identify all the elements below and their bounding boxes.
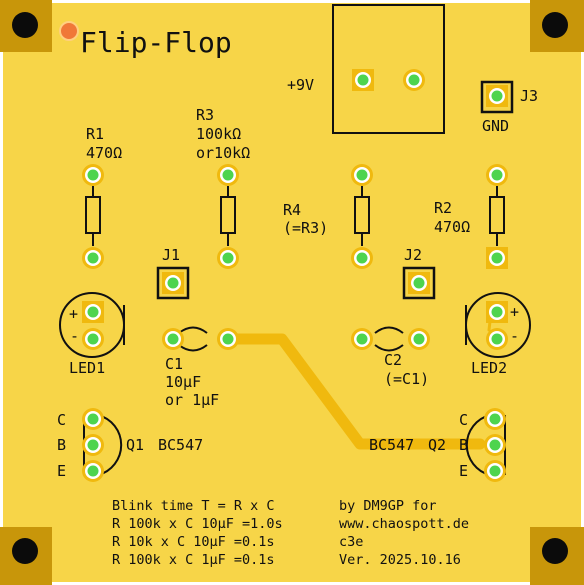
led1-pad-plus xyxy=(82,301,104,323)
power-connector-outline xyxy=(332,4,445,134)
c1-pad-right xyxy=(217,328,239,350)
q1-pad-b xyxy=(82,434,104,456)
r1-pad-bottom xyxy=(82,247,104,269)
q2-part: BC547 xyxy=(369,436,414,454)
c2-pad-left xyxy=(351,328,373,350)
r1-label: R1 xyxy=(86,125,104,143)
website-url: www.chaospott.de xyxy=(339,516,469,532)
j3-gnd-label: GND xyxy=(482,117,509,135)
r3-value: 100kΩ xyxy=(196,125,241,143)
j1-label: J1 xyxy=(162,246,180,264)
power-pad-2 xyxy=(403,69,425,91)
c2-value: (=C1) xyxy=(384,370,429,388)
power-label: +9V xyxy=(287,76,314,94)
led2-minus: - xyxy=(510,327,519,345)
j2-outline xyxy=(402,266,436,300)
j1-pad xyxy=(162,272,184,294)
led1-minus: - xyxy=(70,327,79,345)
c1-alt-value: or 1µF xyxy=(165,391,219,409)
q1-pad-c xyxy=(82,408,104,430)
r3-label: R3 xyxy=(196,106,214,124)
blink-row-2: R 10k x C 10µF =0.1s xyxy=(112,534,275,550)
mounting-hole-bottom-right xyxy=(530,527,584,585)
led2-plus: + xyxy=(510,303,519,321)
led1-outline xyxy=(59,292,125,358)
led1-plus: + xyxy=(69,305,78,323)
q2-pin-b: B xyxy=(459,436,468,454)
led2-pad-minus xyxy=(486,328,508,350)
r1-value: 470Ω xyxy=(86,144,122,162)
led2-label: LED2 xyxy=(471,359,507,377)
led2-pad-plus xyxy=(486,301,508,323)
c3e-label: c3e xyxy=(339,534,363,550)
resistor-r3-body xyxy=(220,186,236,246)
led1-label: LED1 xyxy=(69,359,105,377)
mounting-hole-bottom-left xyxy=(0,527,52,585)
blink-row-3: R 100k x C 1µF =0.1s xyxy=(112,552,275,568)
mounting-hole-top-left xyxy=(0,0,52,52)
mounting-hole-top-right xyxy=(530,0,584,52)
resistor-r2-body xyxy=(489,186,505,246)
led2-outline xyxy=(465,292,531,358)
q1-pad-e xyxy=(82,460,104,482)
c1-label: C1 xyxy=(165,355,183,373)
q2-pin-c: C xyxy=(459,411,468,429)
c1-value: 10µF xyxy=(165,373,201,391)
pads xyxy=(82,69,508,482)
fiducial-marker xyxy=(59,21,79,41)
j2-label: J2 xyxy=(404,246,422,264)
r4-value: (=R3) xyxy=(283,219,328,237)
c1-pad-left xyxy=(162,328,184,350)
r2-pad-top xyxy=(486,164,508,186)
j3-outline xyxy=(480,80,514,114)
blink-row-1: R 100k x C 10µF =1.0s xyxy=(112,516,283,532)
q1-label: Q1 xyxy=(126,436,144,454)
resistor-r4-body xyxy=(354,186,370,246)
j2-pad xyxy=(408,272,430,294)
q1-part: BC547 xyxy=(158,436,203,454)
r2-pad-bottom xyxy=(486,247,508,269)
c1-outline xyxy=(178,326,208,352)
board-substrate xyxy=(3,3,581,582)
board-title: Flip-Flop xyxy=(80,26,232,59)
author-credit: by DM9GP for xyxy=(339,498,437,514)
q2-pad-e xyxy=(484,460,506,482)
r2-label: R2 xyxy=(434,199,452,217)
c2-label: C2 xyxy=(384,351,402,369)
q2-pad-c xyxy=(484,408,506,430)
q1-pin-c: C xyxy=(57,411,66,429)
power-pad-1 xyxy=(352,69,374,91)
q2-pin-e: E xyxy=(459,462,468,480)
r3-alt-value: or10kΩ xyxy=(196,144,250,162)
j1-outline xyxy=(156,266,190,300)
r4-pad-bottom xyxy=(351,247,373,269)
version-label: Ver. 2025.10.16 xyxy=(339,552,461,568)
j3-pad xyxy=(486,85,508,107)
r2-value: 470Ω xyxy=(434,218,470,236)
r4-label: R4 xyxy=(283,201,301,219)
r1-pad-top xyxy=(82,164,104,186)
q1-pin-b: B xyxy=(57,436,66,454)
j3-label: J3 xyxy=(520,87,538,105)
r3-pad-bottom xyxy=(217,247,239,269)
resistor-r1-body xyxy=(85,186,101,246)
c2-outline xyxy=(374,326,404,352)
blink-time-title: Blink time T = R x C xyxy=(112,498,275,514)
q2-label: Q2 xyxy=(428,436,446,454)
q2-pad-b xyxy=(484,434,506,456)
q1-pin-e: E xyxy=(57,462,66,480)
led1-pad-minus xyxy=(82,328,104,350)
r3-pad-top xyxy=(217,164,239,186)
c2-pad-right xyxy=(408,328,430,350)
r4-pad-top xyxy=(351,164,373,186)
